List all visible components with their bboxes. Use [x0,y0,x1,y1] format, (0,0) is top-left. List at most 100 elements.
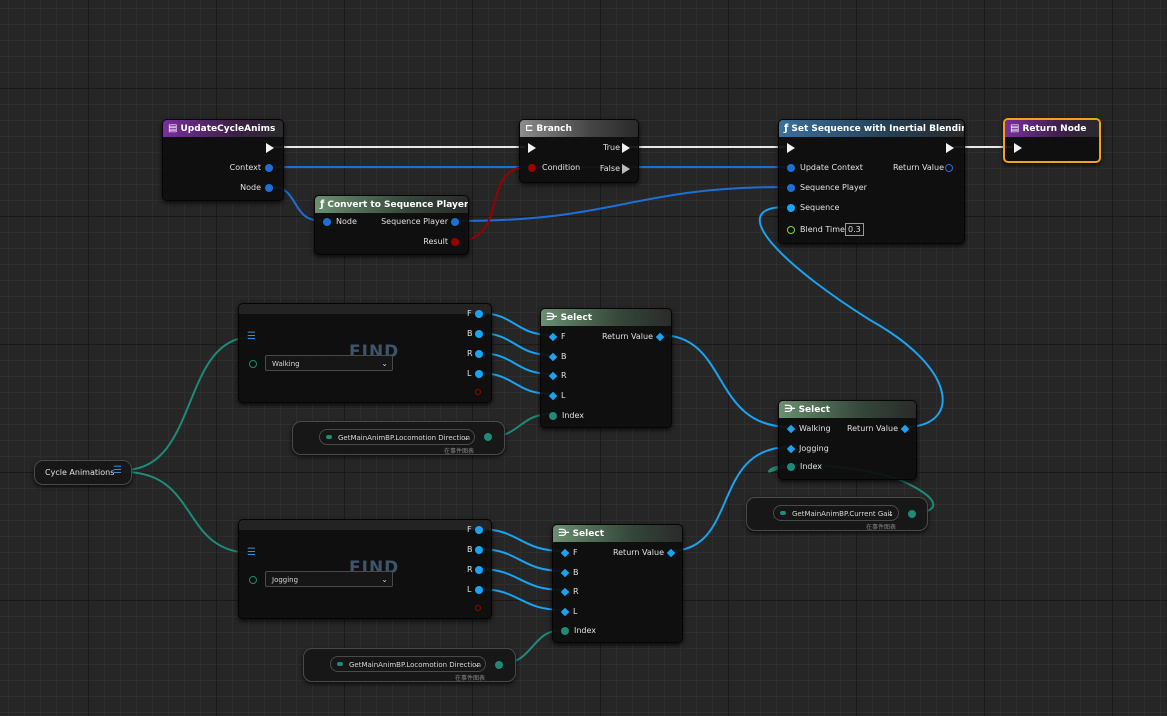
direction-dropdown[interactable]: Jogging⌄ [265,571,393,587]
enum-output-pin[interactable] [495,661,503,669]
pin-label-r: R [573,587,579,596]
r-pin[interactable] [548,371,558,381]
exec-in-pin[interactable] [528,143,536,153]
condition-pin[interactable] [528,164,536,172]
false-exec-pin[interactable] [622,164,630,174]
context-pin[interactable] [265,164,273,172]
return-value-pin[interactable] [945,164,953,172]
sequence-player-pin[interactable] [787,184,795,192]
index-pin[interactable] [549,412,557,420]
exec-out-pin[interactable] [946,143,954,153]
node-branch[interactable]: ⊏Branch True Condition False [519,119,639,183]
l-pin[interactable] [560,607,570,617]
node-title: Select [798,405,830,415]
node-select-direction-walking[interactable]: ⋺Select F Return Value B R L Index [540,308,672,428]
function-f-icon: ƒ [320,199,325,210]
pin-label-context: Context [229,163,261,172]
blend-time-input[interactable]: 0.3 [845,223,864,236]
exec-in-pin[interactable] [1014,143,1022,153]
node-update-cycle-anims[interactable]: ▤UpdateCycleAnims Context Node [162,119,284,201]
context-subtitle: 在事件图表 [444,448,475,455]
list-icon: ☰ [247,547,256,558]
pin-label-jogging: Jogging [799,444,829,453]
exec-out-pin[interactable] [266,143,274,153]
r-pin[interactable] [560,587,570,597]
node-title: Convert to Sequence Player [327,200,468,210]
direction-dropdown[interactable]: Walking⌄ [265,355,393,371]
b-pin[interactable] [475,546,483,554]
f-pin[interactable] [560,548,570,558]
enum-output-pin[interactable] [908,510,916,518]
chevron-down-icon: ⌄ [381,575,388,584]
pin-label-condition: Condition [542,163,581,172]
l-pin[interactable] [475,586,483,594]
true-exec-pin[interactable] [622,143,630,153]
pin-label-l: L [561,391,566,400]
f-pin[interactable] [475,526,483,534]
f-pin[interactable] [548,332,558,342]
walking-pin[interactable] [786,424,796,434]
node-pin[interactable] [323,218,331,226]
pin-label-r: R [561,371,567,380]
return-value-pin[interactable] [655,332,665,342]
b-pin[interactable] [548,352,558,362]
node-return[interactable]: ▤Return Node [1003,118,1101,163]
pin-label-l: L [573,607,578,616]
exec-in-pin[interactable] [787,143,795,153]
pin-label-r: R [467,349,473,358]
sequence-pin[interactable] [787,204,795,212]
node-title: UpdateCycleAnims [180,124,276,134]
node-select-gait[interactable]: ⋺Select Walking Return Value Jogging Ind… [778,400,917,480]
getter-dropdown[interactable]: GetMainAnimBP.Locomotion Direction⌄ [330,656,486,672]
node-title: Return Node [1022,124,1087,134]
node-pin[interactable] [265,184,273,192]
getter-locomotion-direction-top[interactable]: GetMainAnimBP.Locomotion Direction⌄ 在事件图… [292,421,505,455]
index-pin[interactable] [787,463,795,471]
chevron-down-icon: ⌄ [887,509,894,518]
sequence-player-pin[interactable] [451,218,459,226]
pin-label-return-value: Return Value [612,548,664,557]
getter-dropdown[interactable]: GetMainAnimBP.Current Gait⌄ [773,505,899,521]
extra-pin[interactable] [475,389,481,395]
pin-label-sequence-player: Sequence Player [381,217,448,226]
node-title: Select [560,313,592,323]
node-select-direction-jogging[interactable]: ⋺Select F Return Value B R L Index [552,524,683,643]
function-f-icon: ƒ [784,123,789,134]
pin-label-return-value: Return Value [846,424,898,433]
pin-label-sequence-player: Sequence Player [800,183,867,192]
cycle-input-pin[interactable] [249,576,257,584]
b-pin[interactable] [560,568,570,578]
node-find-walking[interactable]: ☰ FIND Walking⌄ F B R L [238,303,492,403]
b-pin[interactable] [475,330,483,338]
getter-locomotion-direction-bottom[interactable]: GetMainAnimBP.Locomotion Direction⌄ 在事件图… [303,648,516,682]
result-pin[interactable] [451,238,459,246]
variable-cycle-animations[interactable]: Cycle Animations ☰ [34,460,132,485]
node-find-jogging[interactable]: ☰ FIND Jogging⌄ F B R L [238,519,492,619]
enum-icon [326,435,332,439]
r-pin[interactable] [475,566,483,574]
f-pin[interactable] [475,310,483,318]
blend-time-pin[interactable] [787,226,795,234]
chevron-down-icon: ⌄ [381,359,388,368]
pin-label-return-value: Return Value [601,332,653,341]
cycle-input-pin[interactable] [249,360,257,368]
enum-output-pin[interactable] [484,433,492,441]
return-value-pin[interactable] [666,548,676,558]
function-icon: ▤ [1010,123,1020,134]
l-pin[interactable] [548,391,558,401]
pin-label-b: B [467,329,473,338]
jogging-pin[interactable] [786,444,796,454]
node-title: Select [572,529,604,539]
update-context-pin[interactable] [787,164,795,172]
extra-pin[interactable] [475,605,481,611]
getter-dropdown[interactable]: GetMainAnimBP.Locomotion Direction⌄ [319,429,475,445]
pin-label-false: False [599,164,620,173]
l-pin[interactable] [475,370,483,378]
getter-current-gait[interactable]: GetMainAnimBP.Current Gait⌄ 在事件图表 [746,497,928,531]
list-icon[interactable]: ☰ [113,465,122,476]
index-pin[interactable] [561,627,569,635]
return-value-pin[interactable] [900,424,910,434]
r-pin[interactable] [475,350,483,358]
